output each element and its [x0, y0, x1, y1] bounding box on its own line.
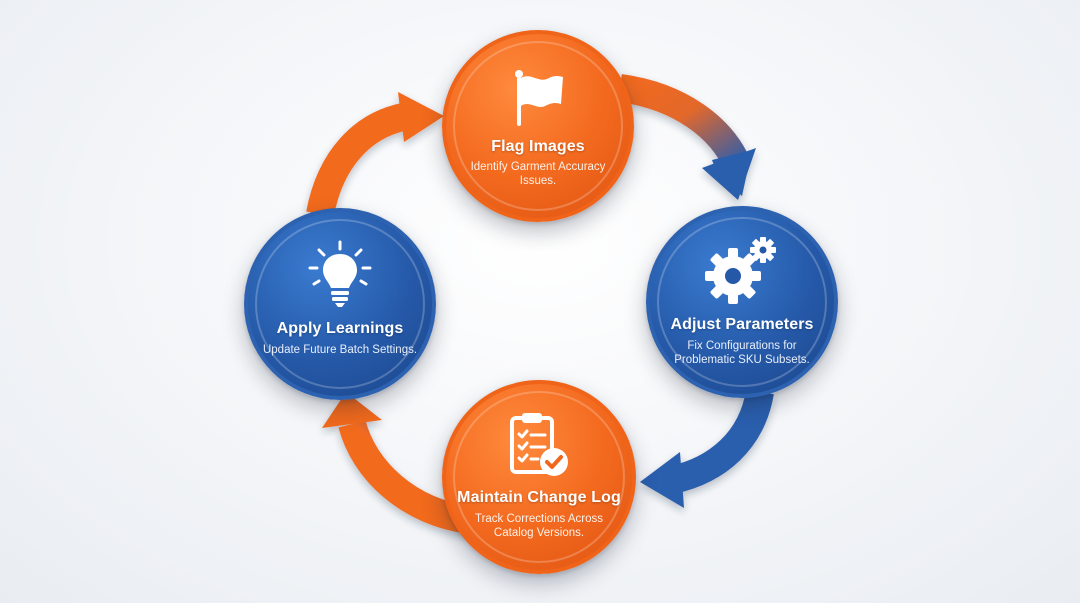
arrow-log-to-apply — [322, 392, 473, 534]
step-description: Update Future Batch Settings. — [262, 344, 418, 356]
step-description: Identify Garment Accuracy Issues. — [470, 161, 606, 187]
step-title: Flag Images — [491, 138, 585, 155]
step-apply-learnings: Apply Learnings Update Future Batch Sett… — [244, 208, 436, 400]
step-description: Fix Configurations for Problematic SKU S… — [674, 340, 810, 366]
step-description: Track Corrections Across Catalog Version… — [474, 513, 604, 539]
flag-icon — [509, 68, 567, 133]
arrow-apply-to-flag — [306, 92, 444, 217]
gears-icon — [705, 236, 779, 311]
clipboard-check-icon — [506, 410, 572, 483]
arrow-adjust-to-log — [640, 389, 774, 508]
arrow-flag-to-adjust — [617, 74, 756, 200]
step-maintain-change-log: Maintain Change Log Track Corrections Ac… — [442, 380, 636, 574]
step-title: Adjust Parameters — [670, 316, 814, 333]
step-flag-images: Flag Images Identify Garment Accuracy Is… — [442, 30, 634, 222]
step-adjust-parameters: Adjust Parameters Fix Configurations for… — [646, 206, 838, 398]
step-title: Apply Learnings — [276, 320, 404, 337]
lightbulb-icon — [305, 240, 375, 315]
step-title: Maintain Change Log — [457, 489, 621, 506]
